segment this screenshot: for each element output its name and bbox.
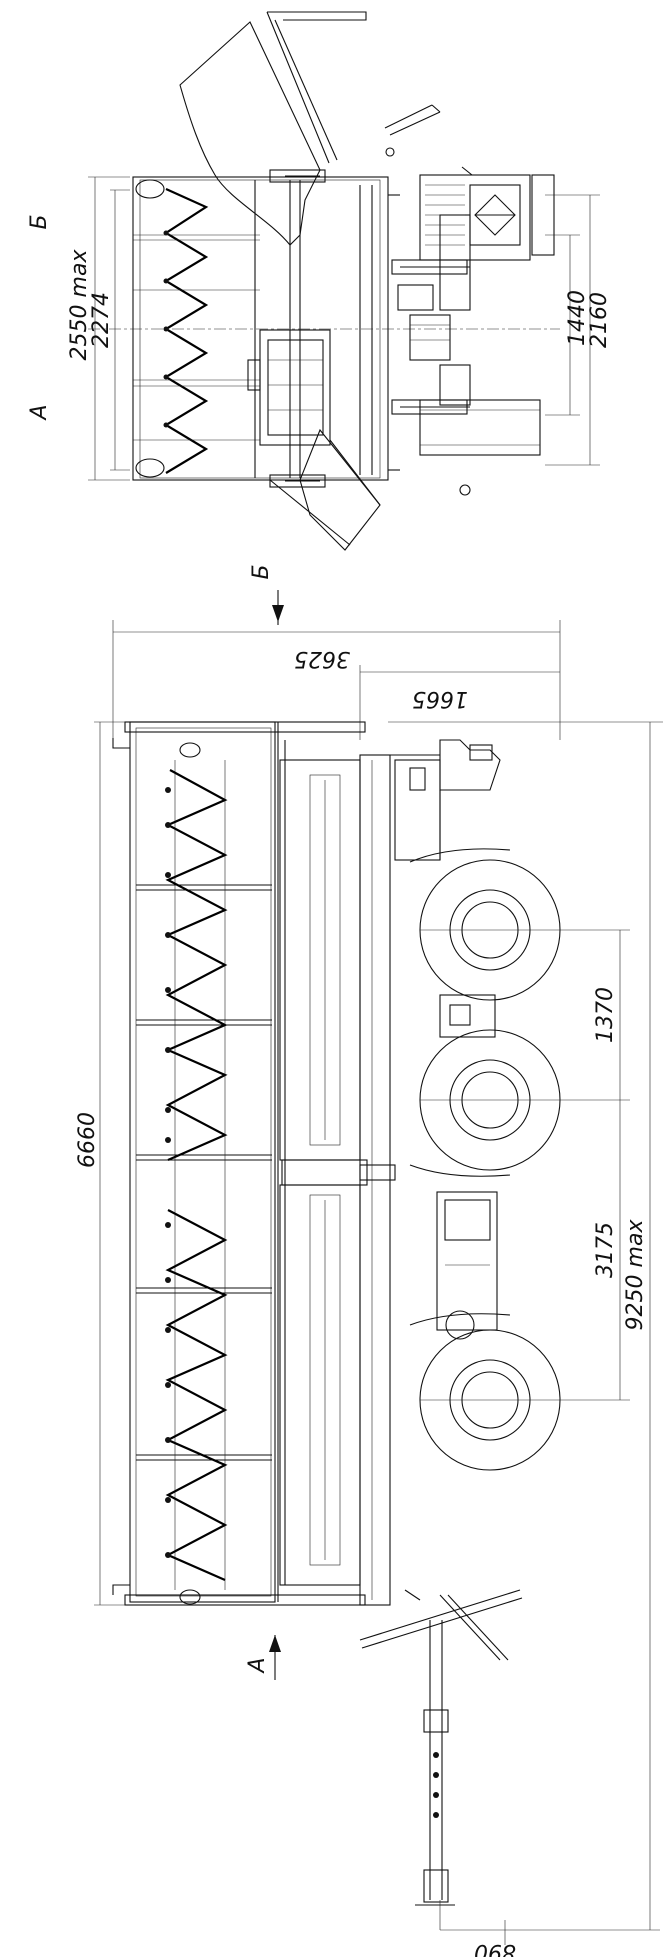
- top-cab: [247, 329, 331, 446]
- right-dimensions: [420, 722, 660, 1945]
- dim-hitch: 890: [474, 1939, 516, 1957]
- label-arrow-a: А: [245, 1657, 270, 1674]
- top-body-frame: [88, 176, 560, 481]
- side-auger-dots: [165, 787, 171, 1558]
- front-hatch: [425, 184, 521, 246]
- top-rams: [269, 169, 326, 488]
- side-body: [112, 721, 366, 1606]
- loader-arm-lower: [269, 428, 381, 551]
- side-view: 3625 1665: [75, 620, 663, 1957]
- side-front-bracket: [390, 739, 501, 861]
- dim-line-body-length: [94, 721, 125, 1606]
- top-chassis: [388, 166, 555, 496]
- dim-width-max: 2550 max: [67, 249, 92, 361]
- dim-axle-spacing: 1370: [593, 987, 618, 1043]
- side-wheels: [419, 859, 561, 1471]
- label-arrow-b: Б: [249, 564, 274, 579]
- dim-overall-length: 9250 max: [623, 1219, 648, 1331]
- side-drawbar: [359, 1589, 523, 1906]
- dim-track-rear: 1440: [565, 290, 590, 346]
- top-view: 2550 max 2274 1440 2160 Б А: [27, 11, 612, 551]
- side-fenders: [409, 848, 511, 1326]
- dim-length-front: 1665: [412, 686, 468, 711]
- label-section-b-top: Б: [27, 214, 52, 229]
- side-auger: [165, 769, 228, 1582]
- label-section-a-top: А: [27, 404, 52, 421]
- dim-length-total: 3625: [294, 646, 350, 671]
- side-top-dimensions: [112, 620, 663, 740]
- side-conveyor: [279, 754, 396, 1606]
- dim-track-front: 2160: [587, 292, 612, 348]
- dim-body-length: 6660: [75, 1112, 100, 1168]
- loader-arm-upper: [179, 11, 441, 246]
- top-dimensions: [88, 176, 600, 481]
- arrow-a: [269, 1635, 281, 1680]
- dim-width-inner: 2274: [89, 292, 114, 348]
- dim-wheelbase: 3175: [593, 1222, 618, 1278]
- arrow-b: [272, 590, 284, 625]
